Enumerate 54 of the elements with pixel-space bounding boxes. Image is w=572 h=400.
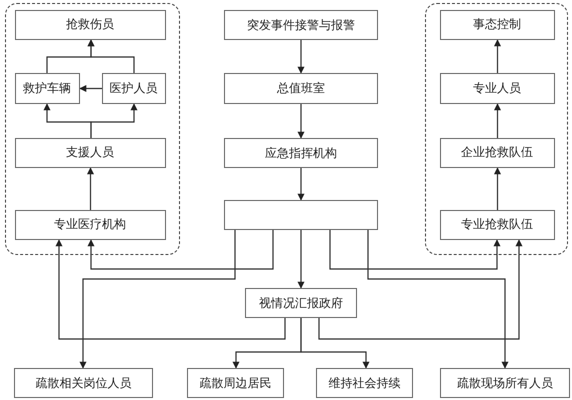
arrow	[90, 103, 138, 138]
process-box	[224, 73, 378, 104]
arrow	[298, 168, 304, 201]
process-box	[14, 72, 80, 104]
process-box	[224, 10, 378, 40]
arrow	[329, 230, 500, 270]
node-label: 专业抢救队伍	[461, 216, 533, 233]
dashed-group-frame	[425, 3, 568, 255]
node-label: 疏散相关岗位人员	[36, 374, 132, 392]
node-label: 医护人员	[110, 80, 158, 96]
arrow	[298, 230, 304, 289]
node-label: 支援人员	[66, 144, 114, 161]
node-label: 突发事件接警与报警	[247, 16, 355, 34]
process-box	[14, 210, 166, 240]
dashed-group-frame	[5, 3, 180, 255]
arrow	[318, 239, 522, 340]
arrow	[88, 230, 274, 270]
arrow	[87, 167, 94, 210]
process-box	[440, 138, 554, 168]
node-label: 救护车辆	[23, 80, 71, 96]
node-label: 专业医疗机构	[54, 216, 126, 233]
arrow	[494, 39, 501, 73]
node-label: 总值班室	[277, 80, 325, 97]
process-box	[440, 368, 570, 398]
arrow	[88, 39, 135, 73]
arrow	[300, 318, 370, 369]
process-box	[245, 288, 357, 318]
arrow	[298, 40, 304, 74]
arrow	[494, 167, 501, 210]
process-box	[440, 10, 554, 40]
node-label: 应急指挥机构	[265, 144, 337, 162]
arrow	[79, 85, 102, 92]
node-label: 维持社会持续	[328, 374, 400, 392]
node-label: 抢救伤员	[66, 16, 114, 33]
arrow	[298, 104, 304, 139]
process-box	[14, 10, 166, 40]
process-box	[14, 368, 153, 398]
arrow	[56, 239, 286, 340]
node-label: 企业抢救队伍	[461, 144, 533, 161]
node-label: 专业人员	[473, 80, 521, 96]
process-box	[187, 368, 284, 398]
process-box	[14, 138, 166, 168]
node-label: 疏散周边居民	[200, 374, 272, 392]
process-box	[440, 72, 554, 104]
node-label: 事态控制	[473, 16, 521, 33]
node-label: 视情况汇报政府	[259, 294, 343, 312]
process-box	[316, 368, 413, 398]
process-box	[440, 210, 554, 240]
process-box	[224, 138, 378, 168]
process-box	[102, 72, 166, 104]
node-label: 疏散现场所有人员	[457, 374, 553, 392]
arrow	[367, 230, 508, 369]
empty-box	[224, 200, 378, 230]
arrow	[494, 103, 501, 138]
